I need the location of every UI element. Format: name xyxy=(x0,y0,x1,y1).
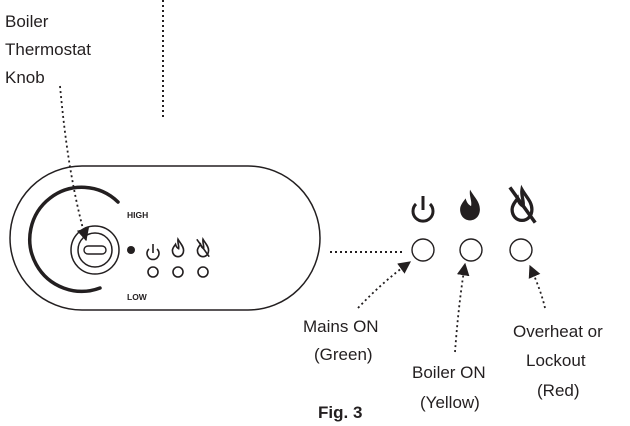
panel-flame-crossed-icon xyxy=(196,238,210,258)
boiler-label-line-2: (Yellow) xyxy=(420,393,480,412)
thermostat-knob[interactable] xyxy=(70,225,120,275)
led-lockout xyxy=(509,238,533,262)
high-label: HIGH xyxy=(127,210,149,220)
panel-power-icon xyxy=(146,244,160,261)
figure-caption: Fig. 3 xyxy=(318,403,363,422)
panel-flame-icon xyxy=(171,238,185,258)
boiler-label-arrow xyxy=(454,262,470,353)
lockout-label-arrow xyxy=(528,264,546,309)
led-mains xyxy=(411,238,435,262)
panel-led-mains xyxy=(147,266,159,278)
lockout-label-line-2: Lockout xyxy=(526,351,586,370)
mains-label-arrow xyxy=(357,261,412,309)
boiler-label-line-1: Boiler ON xyxy=(412,363,486,382)
lockout-label-line-1: Overheat or xyxy=(513,322,603,341)
knob-label-line-3: Knob xyxy=(5,68,45,87)
flame-crossed-icon xyxy=(508,186,537,224)
knob-label-arrow xyxy=(59,85,90,242)
mains-label-line-2: (Green) xyxy=(314,345,373,364)
knob-label-line-2: Thermostat xyxy=(5,40,91,59)
thermostat-dial-arc xyxy=(28,185,120,294)
power-icon xyxy=(411,196,435,223)
panel-led-boiler xyxy=(172,266,184,278)
knob-indicator-dot xyxy=(127,246,135,254)
control-panel-outline xyxy=(9,165,321,311)
lockout-label-line-3: (Red) xyxy=(537,381,580,400)
flame-icon xyxy=(460,189,480,221)
low-label: LOW xyxy=(127,292,147,302)
knob-label-line-1: Boiler xyxy=(5,12,49,31)
panel-led-lockout xyxy=(197,266,209,278)
mains-label-line-1: Mains ON xyxy=(303,317,379,336)
led-boiler xyxy=(459,238,483,262)
